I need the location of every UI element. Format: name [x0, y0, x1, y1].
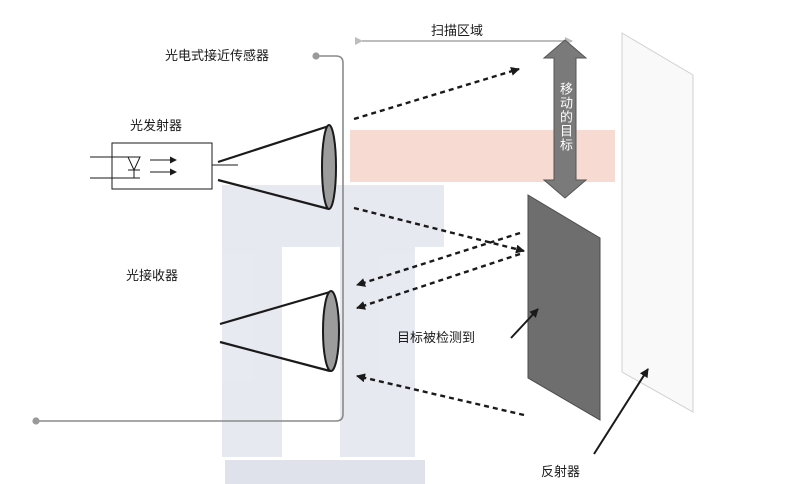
label-reflector: 反射器: [541, 465, 581, 480]
beam-return-target-upper: [356, 231, 521, 287]
emitter-lens: [217, 124, 337, 211]
receiver-lens: [219, 290, 340, 373]
pointer-reflector: [593, 368, 649, 455]
sensor-housing-wire: [36, 55, 344, 422]
label-target-detected: 目标被检测到: [397, 331, 476, 346]
beam-emit-lower: [353, 206, 525, 254]
wire-terminal-bottom: [32, 417, 40, 425]
label-receiver: 光接收器: [126, 269, 179, 284]
pointer-target-detected: [510, 308, 539, 339]
light-emission-icon: [150, 156, 177, 176]
wire-terminal-top: [312, 52, 320, 60]
label-sensor: 光电式接近传感器: [165, 49, 270, 64]
beam-return-reflector: [356, 373, 525, 417]
emitter-box: [111, 142, 213, 190]
beam-emit-upper: [353, 67, 520, 121]
label-scan-area: 扫描区域: [431, 24, 484, 39]
label-emitter: 光发射器: [130, 119, 183, 134]
target-plate: [527, 194, 601, 421]
beam-return-target-lower: [356, 252, 521, 310]
light-beams: [353, 67, 525, 417]
reflector-plate: [621, 32, 694, 413]
led-icon: [127, 156, 141, 178]
moving-target-arrow: [542, 39, 588, 199]
label-moving-target: 移动的目标: [557, 82, 572, 152]
